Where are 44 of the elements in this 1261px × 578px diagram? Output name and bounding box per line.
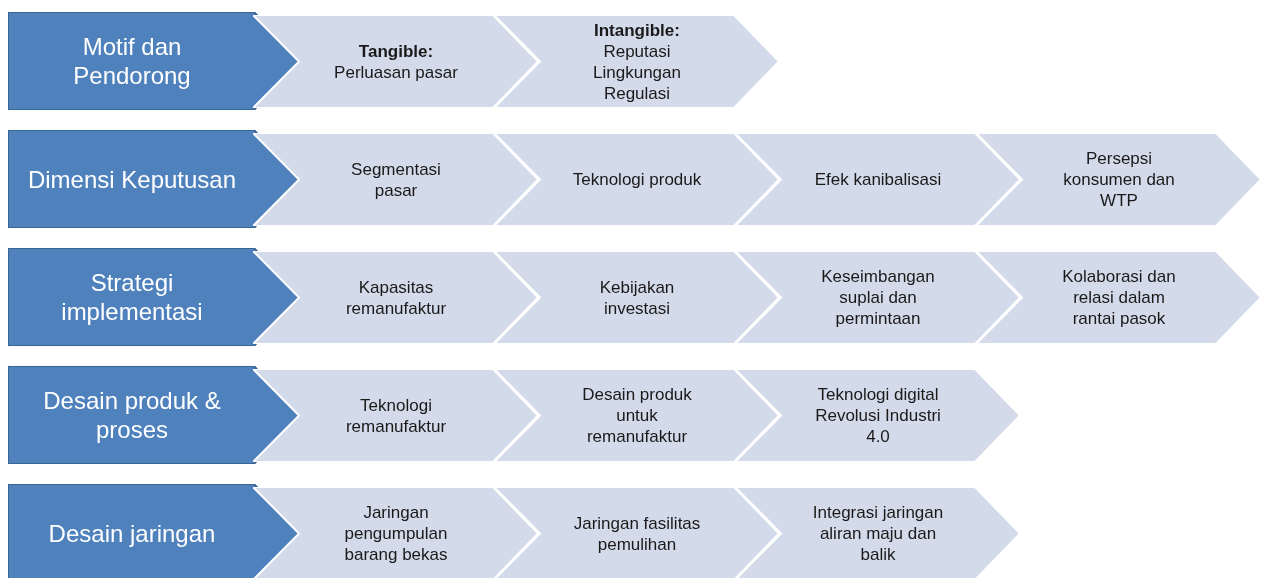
step-label: Efek kanibalisasi	[814, 169, 942, 190]
process-step	[735, 487, 1021, 578]
process-step	[735, 133, 1021, 226]
step-label: Segmentasi pasar	[350, 158, 442, 201]
process-step	[494, 251, 780, 344]
category-block	[8, 366, 300, 464]
step-label: Teknologi produk	[572, 169, 702, 190]
process-step	[735, 251, 1021, 344]
category-label: Motif dan Pendorong	[72, 32, 192, 90]
category-label: Desain produk & proses	[42, 386, 222, 444]
step-heading: Tangible:	[358, 40, 434, 62]
category-label: Strategi implementasi	[60, 268, 204, 326]
step-label: Reputasi Lingkungan Regulasi	[592, 40, 682, 104]
process-step	[494, 133, 780, 226]
process-step	[253, 133, 539, 226]
step-label: Teknologi remanufaktur	[344, 394, 448, 437]
process-step	[253, 487, 539, 578]
step-label: Integrasi jaringan aliran maju dan balik	[811, 502, 945, 565]
step-label: Kolaborasi dan relasi dalam rantai pasok	[1061, 266, 1177, 329]
category-block	[8, 130, 300, 228]
category-block	[8, 12, 300, 110]
step-label: Jaringan pengumpulan barang bekas	[343, 502, 449, 565]
process-step	[494, 15, 780, 108]
category-label: Desain jaringan	[48, 518, 216, 548]
process-step	[253, 369, 539, 462]
step-label: Jaringan fasilitas pemulihan	[572, 512, 702, 555]
step-label: Kapasitas remanufaktur	[344, 276, 448, 319]
step-label: Kebijakan investasi	[598, 276, 676, 319]
category-label: Dimensi Keputusan	[27, 164, 237, 194]
step-label: Desain produk untuk remanufaktur	[581, 384, 693, 447]
category-block	[8, 248, 300, 346]
category-block	[8, 484, 300, 578]
process-step	[976, 133, 1261, 226]
step-label: Teknologi digital Revolusi Industri 4.0	[814, 384, 942, 447]
process-step	[976, 251, 1261, 344]
process-step	[253, 251, 539, 344]
process-step	[253, 15, 539, 108]
process-step	[494, 369, 780, 462]
step-label: Perluasan pasar	[334, 61, 458, 83]
process-step	[735, 369, 1021, 462]
process-step	[494, 487, 780, 578]
step-label: Persepsi konsumen dan WTP	[1062, 148, 1176, 211]
step-label: Keseimbangan suplai dan permintaan	[820, 266, 936, 329]
step-heading: Intangible:	[594, 19, 680, 41]
